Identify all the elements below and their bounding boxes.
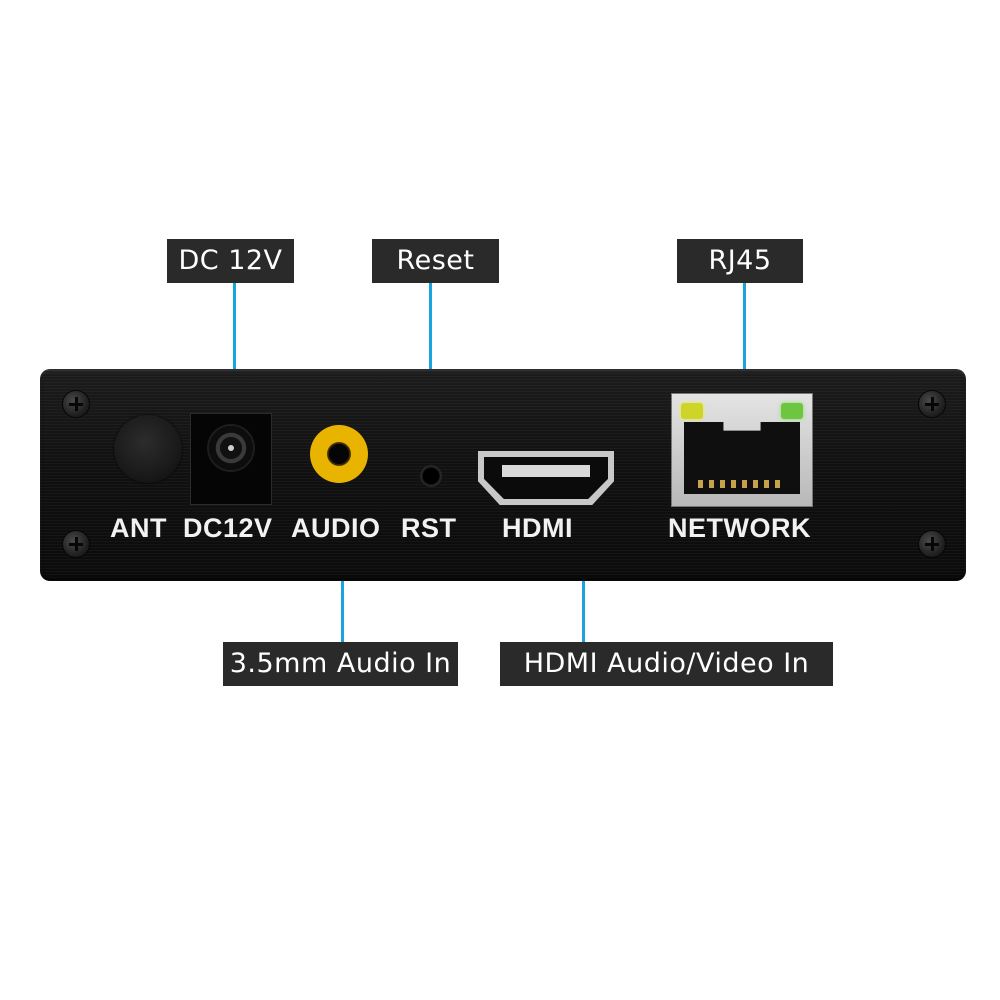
screw-icon (919, 531, 945, 557)
hdmi-label: HDMI (502, 513, 573, 543)
screw-icon (63, 531, 89, 557)
green-led-icon (781, 403, 803, 419)
device-rear-panel: ANT DC12V AUDIO RST HDMI NETWORK (40, 369, 966, 581)
yellow-led-icon (681, 403, 703, 419)
rj45-port (671, 393, 813, 507)
dc12v-label: DC12V (183, 513, 273, 543)
rj45-callout: RJ45 (677, 239, 803, 283)
audio-jack (310, 425, 368, 483)
dc-leader-line (233, 283, 236, 453)
reset-button[interactable] (420, 465, 442, 487)
rst-label: RST (401, 513, 457, 543)
network-label: NETWORK (668, 513, 811, 543)
screw-icon (63, 391, 89, 417)
dc-12v-callout: DC 12V (167, 239, 294, 283)
dc-power-jack (190, 413, 272, 505)
hdmi-in-callout: HDMI Audio/Video In (500, 642, 833, 686)
screw-icon (919, 391, 945, 417)
reset-callout: Reset (372, 239, 499, 283)
ant-label: ANT (110, 513, 167, 543)
antenna-port (114, 415, 182, 483)
hdmi-port (478, 451, 614, 505)
audio-label: AUDIO (291, 513, 381, 543)
rj45-leader-line (743, 283, 746, 403)
audio-in-callout: 3.5mm Audio In (223, 642, 458, 686)
